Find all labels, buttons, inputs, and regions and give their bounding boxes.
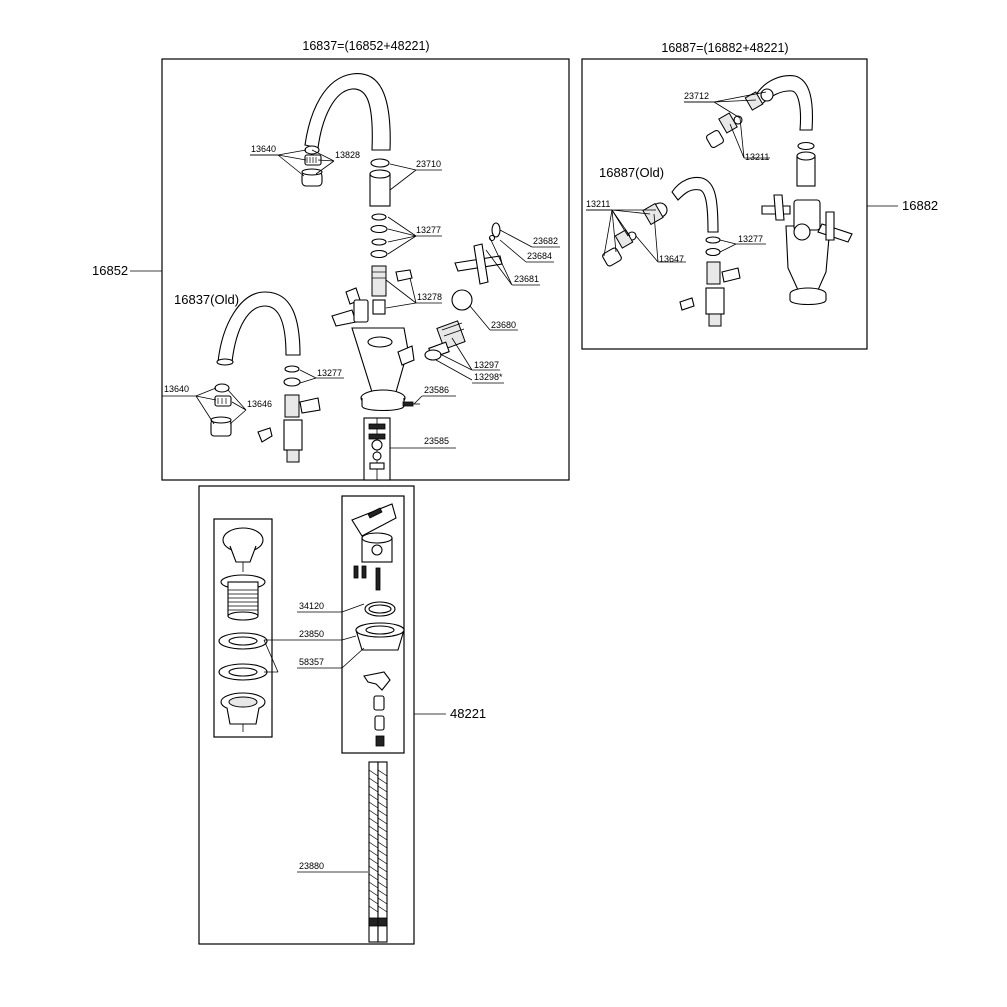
aerator-16882 xyxy=(705,88,774,149)
spout-main xyxy=(304,73,391,151)
label-13647: 13647 xyxy=(659,254,684,264)
aerator-old xyxy=(210,383,232,437)
frame-drain-48221 xyxy=(198,485,415,945)
leader-lines xyxy=(162,91,770,873)
label-34120: 34120 xyxy=(299,601,324,611)
frame-lift-rod-assembly xyxy=(341,495,405,754)
label-23712: 23712 xyxy=(684,91,709,101)
label-13297: 13297 xyxy=(474,360,499,370)
callout-16887-old: 16887(Old) xyxy=(599,165,664,180)
label-underlines xyxy=(250,101,714,384)
part-labels: 13640 13828 23710 13277 23682 23684 2368… xyxy=(164,91,769,871)
callout-16852: 16852 xyxy=(92,263,128,278)
frame-faucet-16882 xyxy=(581,58,868,350)
aerator-parts xyxy=(301,145,323,187)
pop-up-stopper xyxy=(222,527,264,572)
mounting-kit xyxy=(363,417,391,481)
label-13646: 13646 xyxy=(247,399,272,409)
label-13298: 13298* xyxy=(474,372,503,382)
label-13211-b: 13211 xyxy=(586,199,610,209)
set-screw xyxy=(402,401,420,407)
callout-16882: 16882 xyxy=(902,198,938,213)
spout-16887-old xyxy=(671,176,719,233)
cross-handle-left xyxy=(331,287,369,327)
label-13277-c: 13277 xyxy=(738,234,763,244)
label-23586: 23586 xyxy=(424,385,449,395)
label-13278: 13278 xyxy=(417,292,442,302)
label-23682: 23682 xyxy=(533,236,558,246)
label-23680: 23680 xyxy=(491,320,516,330)
frame-pop-up-drain xyxy=(213,518,273,738)
drain-body xyxy=(220,574,266,621)
label-23681: 23681 xyxy=(514,274,539,284)
label-13277-a: 13277 xyxy=(416,225,441,235)
label-13640-b: 13640 xyxy=(164,384,189,394)
label-23710: 23710 xyxy=(416,159,441,169)
right-panel-title: 16887=(16882+48221) xyxy=(661,41,788,55)
label-13640-a: 13640 xyxy=(251,144,276,154)
left-panel-title: 16837=(16852+48221) xyxy=(302,39,429,53)
column-16887-old xyxy=(679,236,741,327)
drain-washers xyxy=(218,632,268,681)
label-23684: 23684 xyxy=(527,251,552,261)
cross-handle-right xyxy=(454,222,503,285)
column-old xyxy=(257,365,321,463)
callout-16837-old: 16837(Old) xyxy=(174,292,239,307)
lift-rod-assembly xyxy=(351,503,405,747)
spout-16882 xyxy=(755,75,816,187)
label-13211-a: 13211 xyxy=(745,152,769,162)
faucet-body xyxy=(351,327,415,412)
label-13277-b: 13277 xyxy=(317,368,342,378)
drain-flange xyxy=(220,692,266,732)
label-13828: 13828 xyxy=(335,150,360,160)
supply-hoses xyxy=(368,761,388,943)
spout-old xyxy=(216,291,301,366)
callout-48221: 48221 xyxy=(450,706,486,721)
label-23880: 23880 xyxy=(299,861,324,871)
center-column xyxy=(369,158,413,315)
label-58357: 58357 xyxy=(299,657,324,667)
faucet-body-16882 xyxy=(761,194,853,306)
label-23585: 23585 xyxy=(424,436,449,446)
label-23850: 23850 xyxy=(299,629,324,639)
